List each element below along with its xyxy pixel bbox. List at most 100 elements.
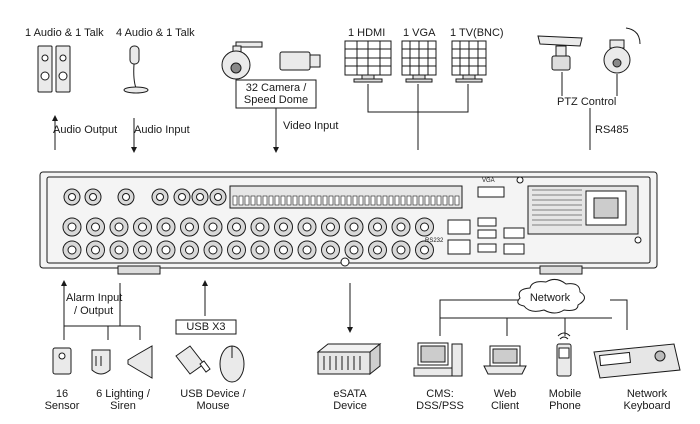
terminal-pin <box>400 195 406 206</box>
terminal-pin <box>244 195 250 206</box>
terminal-pin <box>394 195 400 206</box>
monitor-hdmi-icon <box>344 40 392 83</box>
sensor-label-line1: 16 <box>55 388 69 400</box>
terminal-pin <box>322 195 328 206</box>
alarm-label-line1: Alarm Input <box>66 292 123 304</box>
fan-grille <box>532 189 582 226</box>
mobile-phone-label-line2: Phone <box>549 400 581 412</box>
camera-label-line1: 32 Camera / <box>245 82 307 94</box>
terminal-pin <box>430 195 436 206</box>
audio-output-label: Audio Output <box>53 124 118 136</box>
desktop-pc-icon <box>413 342 463 377</box>
rs232-port-label: RS232 <box>425 238 444 244</box>
ptz-control-label: PTZ Control <box>555 96 619 108</box>
camera-label-box <box>235 79 317 109</box>
microphone-icon <box>123 45 149 94</box>
usb-x3-label: USB X3 <box>186 321 226 333</box>
terminal-pin <box>364 195 370 206</box>
alarm-label-line2: / Output <box>74 305 114 317</box>
terminal-pin <box>256 195 262 206</box>
terminal-pin <box>328 195 334 206</box>
monitor-vga-icon <box>401 40 437 83</box>
audio-bnc-connectors <box>63 188 227 206</box>
sensor-label-line2: Sensor <box>44 400 80 412</box>
terminal-pin <box>238 195 244 206</box>
terminal-pin <box>280 195 286 206</box>
terminal-pin <box>292 195 298 206</box>
terminal-pin <box>376 195 382 206</box>
terminal-pin <box>304 195 310 206</box>
terminal-pin <box>388 195 394 206</box>
usb-device-label-line2: Mouse <box>196 400 230 412</box>
mouse-icon <box>219 345 245 383</box>
sensor-icon <box>52 347 72 375</box>
ptz-camera-icon <box>537 35 583 71</box>
esata-device-icon <box>316 342 382 376</box>
terminal-pin <box>436 195 442 206</box>
terminal-pin <box>370 195 376 206</box>
tv-bnc-label: 1 TV(BNC) <box>450 27 504 39</box>
terminal-pin <box>412 195 418 206</box>
speed-dome-icon <box>221 41 263 80</box>
ptz-dome-icon <box>603 27 641 74</box>
audio-talk-4-label: 4 Audio & 1 Talk <box>116 27 195 39</box>
light-icon <box>91 349 111 375</box>
mobile-phone-label-line1: Mobile <box>548 388 582 400</box>
keyboard-label-line1: Network <box>626 388 668 400</box>
terminal-pin <box>352 195 358 206</box>
network-keyboard-icon <box>593 343 681 379</box>
bnc-connector-grid <box>62 217 434 260</box>
terminal-pin <box>268 195 274 206</box>
terminal-pin <box>250 195 256 206</box>
terminal-pin <box>334 195 340 206</box>
terminal-pin <box>232 195 238 206</box>
terminal-pin <box>310 195 316 206</box>
lighting-label-line1: 6 Lighting / <box>96 388 150 400</box>
cms-label-line1: CMS: <box>426 388 454 400</box>
terminal-pin <box>418 195 424 206</box>
terminal-pin <box>298 195 304 206</box>
terminal-pin <box>358 195 364 206</box>
terminal-pin <box>316 195 322 206</box>
esata-label-line2: Device <box>333 400 367 412</box>
vga-label: 1 VGA <box>403 27 436 39</box>
usb-device-label-line1: USB Device / <box>180 388 246 400</box>
terminal-pin <box>382 195 388 206</box>
siren-icon <box>127 345 153 379</box>
lighting-label-line2: Siren <box>110 400 136 412</box>
terminal-pin <box>406 195 412 206</box>
esata-label-line1: eSATA <box>333 388 367 400</box>
terminal-pin <box>262 195 268 206</box>
mobile-phone-icon <box>556 332 572 377</box>
alarm-terminal-block <box>232 195 460 206</box>
terminal-pin <box>340 195 346 206</box>
rs485-label: RS485 <box>595 124 629 136</box>
terminal-pin <box>274 195 280 206</box>
usb-stick-icon <box>175 345 211 375</box>
speaker-icon <box>37 45 71 93</box>
hdmi-label: 1 HDMI <box>348 27 386 39</box>
web-client-label-line1: Web <box>493 388 517 400</box>
audio-input-label: Audio Input <box>134 124 190 136</box>
cms-label-line2: DSS/PSS <box>416 400 464 412</box>
web-client-label-line2: Client <box>490 400 520 412</box>
terminal-pin <box>454 195 460 206</box>
top-connectors <box>52 72 618 153</box>
terminal-pin <box>286 195 292 206</box>
box-camera-icon <box>279 51 321 71</box>
terminal-pin <box>424 195 430 206</box>
audio-talk-1-label: 1 Audio & 1 Talk <box>25 27 104 39</box>
network-cloud-label: Network <box>529 292 571 304</box>
bottom-connectors <box>61 278 628 340</box>
camera-label-line2: Speed Dome <box>243 94 309 106</box>
monitor-tv-icon <box>451 40 487 83</box>
vga-port-label: VGA <box>482 178 495 184</box>
video-input-label: Video Input <box>283 120 339 132</box>
terminal-pin <box>442 195 448 206</box>
terminal-pin <box>448 195 454 206</box>
terminal-pin <box>346 195 352 206</box>
laptop-icon <box>483 345 527 375</box>
keyboard-label-line2: Keyboard <box>623 400 671 412</box>
